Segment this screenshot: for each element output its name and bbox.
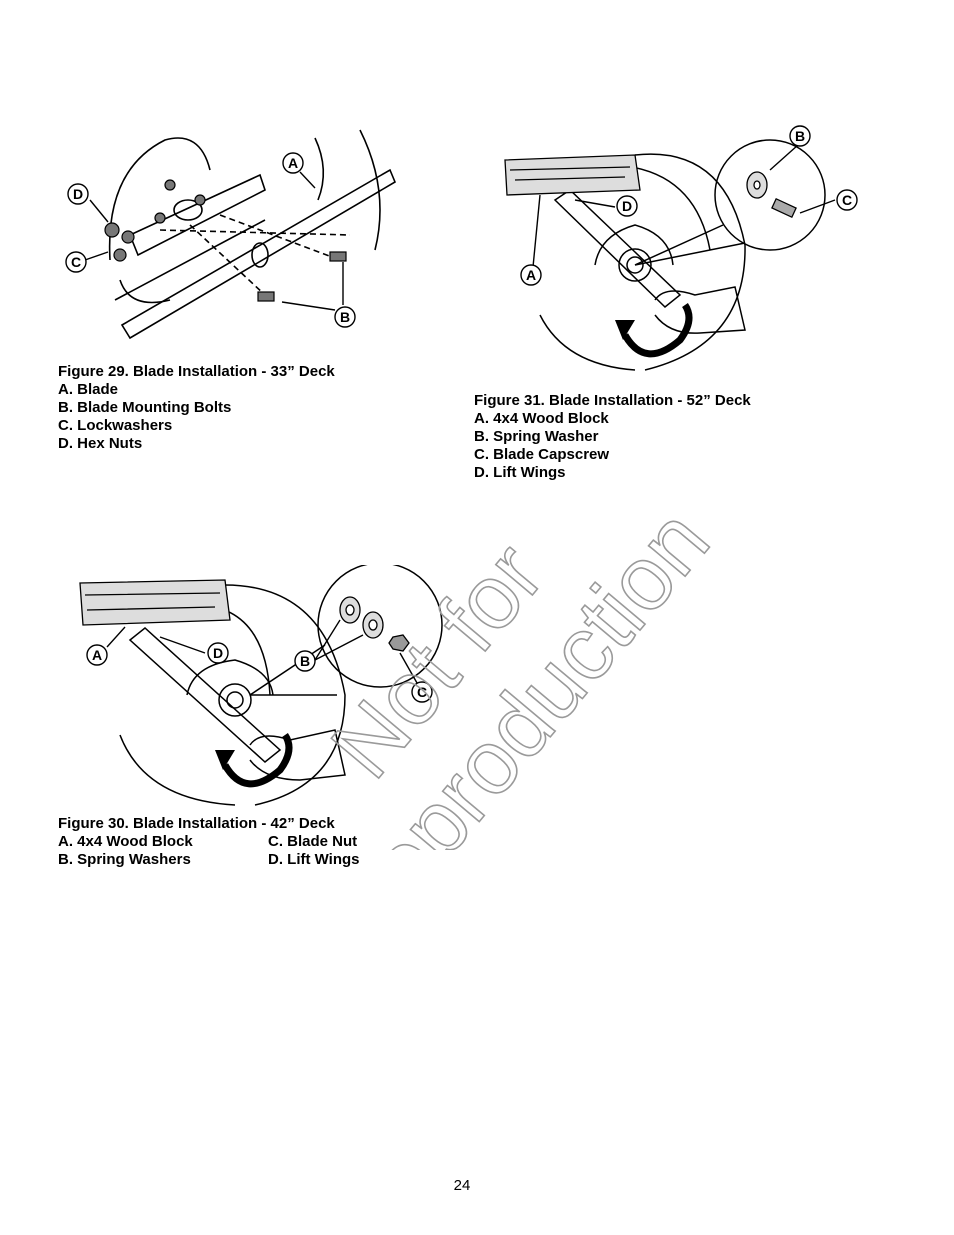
caption-title: Figure 29. Blade Installation - 33” Deck [58,363,335,380]
callout-a: A [92,647,102,663]
callout-d: D [622,198,632,214]
legend-item: D. Hex Nuts [58,435,143,452]
legend-row: A. 4x4 Wood Block C. Blade Nut [58,833,360,851]
callout-b: B [795,128,805,144]
callout-d: D [213,645,223,661]
callout-a: A [288,155,298,171]
caption-title: Figure 31. Blade Installation - 52” Deck [474,392,751,409]
figure-31-illustration: B C D A [504,125,858,371]
legend-item: B. Spring Washers [58,851,191,868]
figure-31-caption: Figure 31. Blade Installation - 52” Deck… [474,392,751,482]
legend-item: D. Lift Wings [474,464,566,481]
callout-c: C [71,254,81,270]
legend-item: D. Lift Wings [268,851,360,868]
legend-item: B. Spring Washer [474,428,599,445]
legend-item: A. Blade [58,381,119,398]
callout-a: A [526,267,536,283]
page-number: 24 [453,1177,471,1194]
figure-30-caption: Figure 30. Blade Installation - 42” Deck… [58,815,360,869]
figure-29-caption: Figure 29. Blade Installation - 33” Deck… [58,363,335,453]
callout-b: B [340,309,350,325]
callout-c: C [842,192,852,208]
figure-29-illustration: A D C B [65,129,397,340]
callout-b: B [300,653,310,669]
callout-d: D [73,186,83,202]
legend-item: C. Blade Capscrew [474,446,610,463]
callout-c: C [417,684,427,700]
figure-30-illustration: A D B C [79,565,443,806]
caption-title: Figure 30. Blade Installation - 42” Deck [58,815,335,832]
legend-item: B. Blade Mounting Bolts [58,399,232,416]
legend-item: C. Lockwashers [58,417,173,434]
legend-item: A. 4x4 Wood Block [58,833,193,850]
legend-item: A. 4x4 Wood Block [474,410,609,427]
legend-item: C. Blade Nut [268,833,358,850]
legend-row: B. Spring Washers D. Lift Wings [58,851,360,869]
